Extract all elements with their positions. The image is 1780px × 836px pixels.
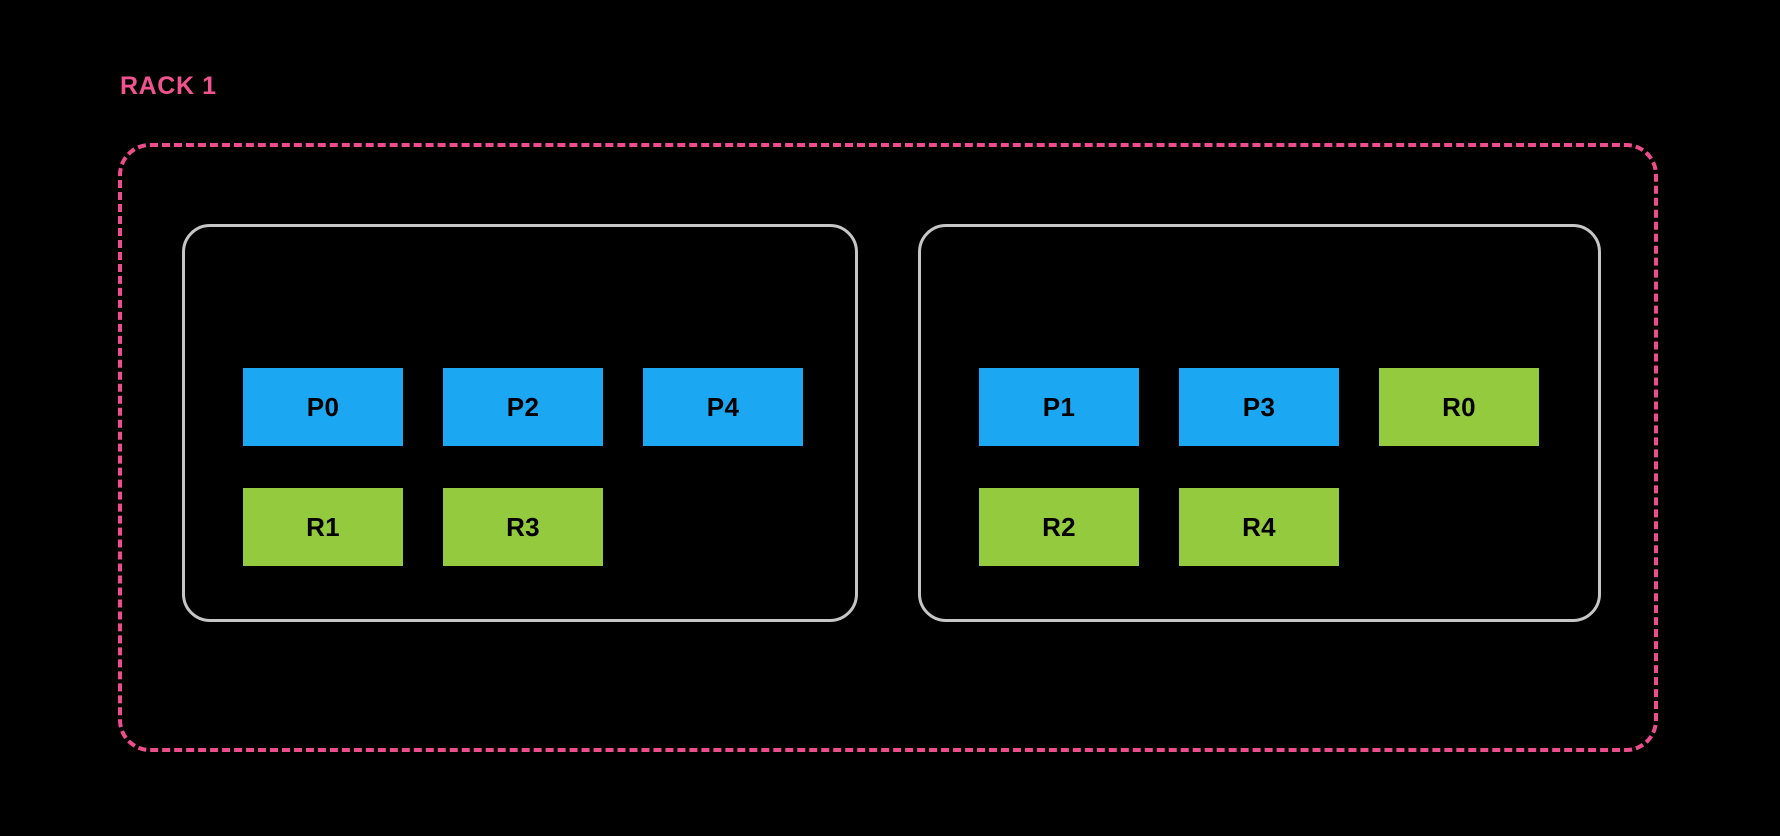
shard-row: R2 R4 xyxy=(979,488,1539,566)
shard-slot-empty xyxy=(1379,488,1539,566)
shard-slot-empty xyxy=(643,488,803,566)
shard-box[interactable]: R3 xyxy=(443,488,603,566)
node-panel-0: P0 P2 P4 R1 R3 xyxy=(182,224,858,622)
shard-box[interactable]: P3 xyxy=(1179,368,1339,446)
shard-grid-1: P1 P3 R0 R2 R4 xyxy=(979,368,1539,566)
shard-box[interactable]: P4 xyxy=(643,368,803,446)
shard-box[interactable]: P1 xyxy=(979,368,1139,446)
shard-box[interactable]: R4 xyxy=(1179,488,1339,566)
shard-box[interactable]: R2 xyxy=(979,488,1139,566)
shard-grid-0: P0 P2 P4 R1 R3 xyxy=(243,368,803,566)
shard-row: R1 R3 xyxy=(243,488,803,566)
shard-box[interactable]: P2 xyxy=(443,368,603,446)
rack-boundary xyxy=(118,143,1658,752)
rack-label: RACK 1 xyxy=(120,72,217,100)
shard-box[interactable]: R0 xyxy=(1379,368,1539,446)
shard-box[interactable]: P0 xyxy=(243,368,403,446)
shard-row: P0 P2 P4 xyxy=(243,368,803,446)
shard-row: P1 P3 R0 xyxy=(979,368,1539,446)
shard-box[interactable]: R1 xyxy=(243,488,403,566)
node-panel-1: P1 P3 R0 R2 R4 xyxy=(918,224,1601,622)
